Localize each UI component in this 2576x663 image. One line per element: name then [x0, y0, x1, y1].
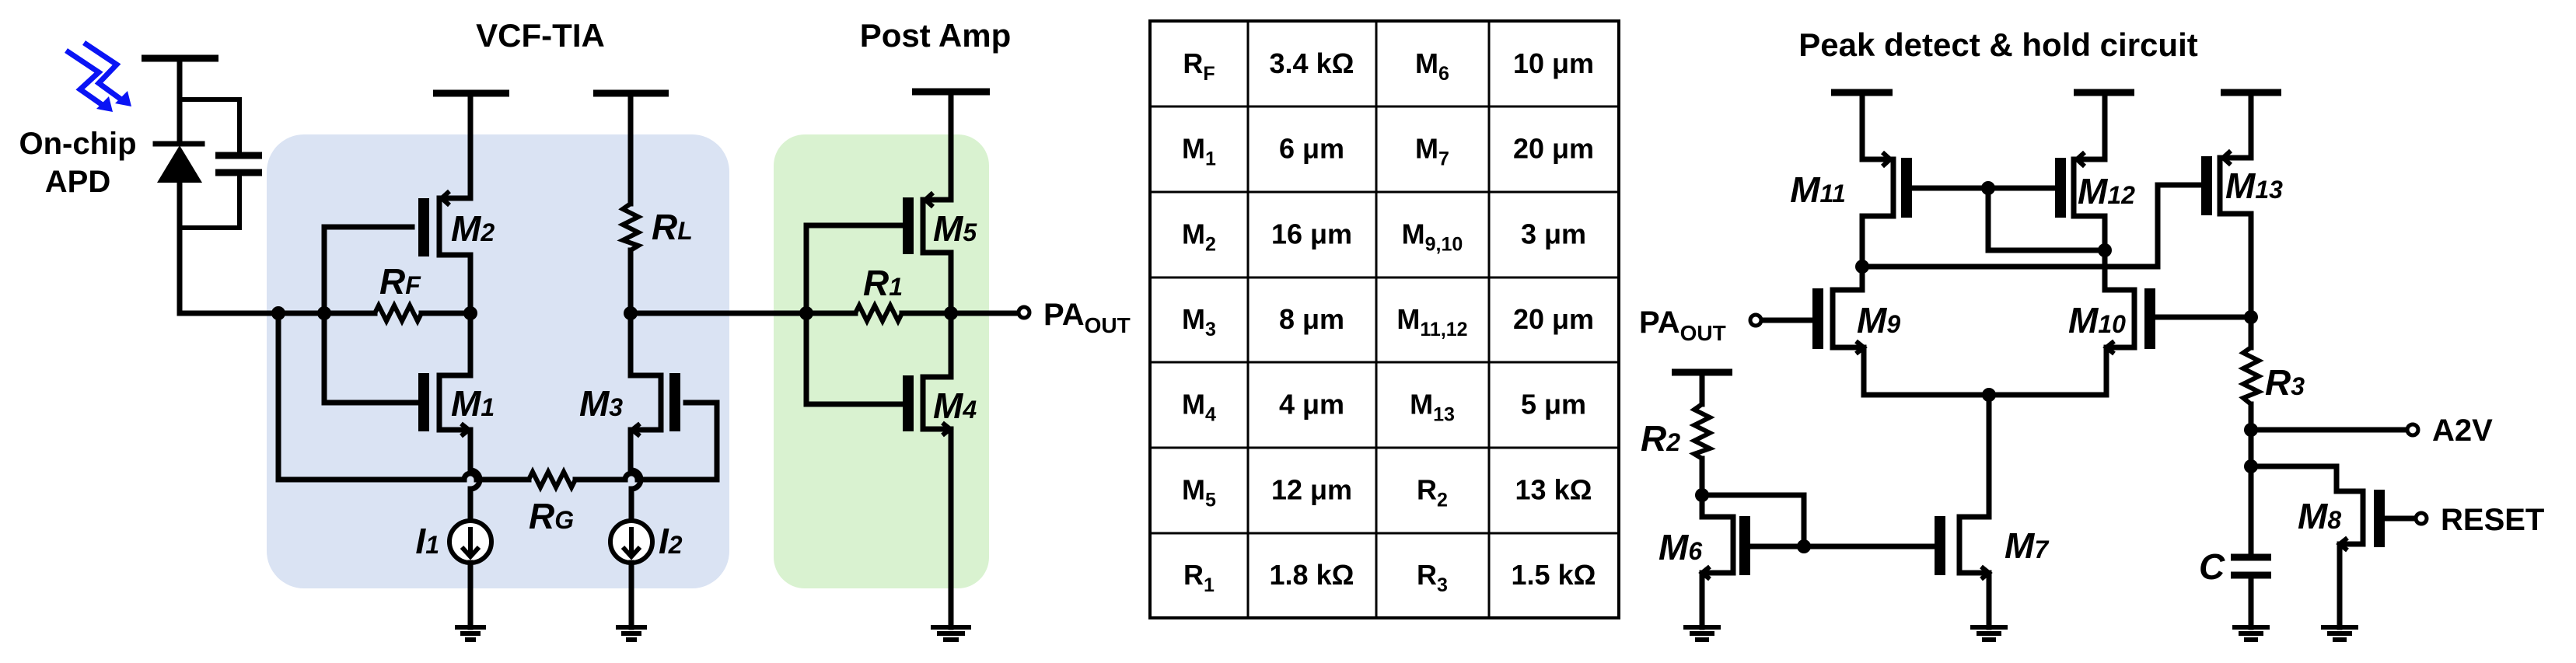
label-i1: I1	[415, 521, 439, 561]
apd-label-line1: On-chip	[19, 127, 136, 161]
apd-photodiode-icon	[142, 54, 262, 316]
table-cell: M5	[1182, 473, 1216, 511]
label-m9: M9	[1857, 300, 1900, 340]
table-cell: R2	[1417, 473, 1448, 511]
label-m8: M8	[2298, 496, 2341, 536]
table-cell: M7	[1415, 133, 1449, 170]
vcf-tia-block	[267, 134, 729, 588]
table-cell: M2	[1182, 218, 1216, 255]
pa-out-label: PAOUT	[1043, 298, 1131, 337]
label-m1: M1	[451, 383, 495, 424]
ground-icon	[455, 625, 486, 642]
label-m3: M3	[579, 383, 623, 424]
vcf-tia-wiring	[177, 89, 809, 630]
table-cells: RF 3.4 kΩ M6 10 μm M1 6 μm M7 20 μm M2 16 μm M9,10…	[1182, 47, 1596, 596]
label-m7: M7	[2005, 525, 2050, 566]
table-cell: 10 μm	[1513, 47, 1594, 79]
table-cell: R3	[1417, 559, 1448, 596]
table-cell: M9,10	[1402, 218, 1463, 255]
label-rf: RF	[379, 261, 421, 302]
table-cell: 8 μm	[1279, 303, 1344, 335]
label-r2: R2	[1641, 418, 1680, 459]
table-cell: RF	[1183, 47, 1215, 85]
table-cell: 1.8 kΩ	[1270, 559, 1354, 591]
label-c: C	[2199, 546, 2225, 587]
label-m13: M13	[2225, 166, 2283, 206]
label-m10: M10	[2068, 300, 2126, 340]
parameter-table	[1148, 19, 1620, 619]
table-cell: 1.5 kΩ	[1512, 559, 1596, 591]
table-cell: 20 μm	[1513, 133, 1594, 165]
table-cell: 12 μm	[1271, 473, 1352, 505]
table-cell: 6 μm	[1279, 133, 1344, 165]
table-cell: R1	[1183, 559, 1215, 596]
label-m6: M6	[1658, 527, 1702, 567]
reset-pin	[2413, 511, 2429, 526]
ground-icon	[616, 625, 647, 642]
table-cell: 13 kΩ	[1515, 473, 1592, 505]
label-r1: R1	[863, 263, 903, 303]
pa-out-pin	[1016, 305, 1032, 320]
a2v-label: A2V	[2432, 414, 2493, 448]
table-cell: 16 μm	[1271, 218, 1352, 249]
label-m12: M12	[2078, 171, 2135, 211]
label-m5: M5	[933, 208, 977, 249]
post-amp-title: Post Amp	[860, 17, 1011, 54]
label-m11: M11	[1790, 169, 1846, 210]
label-r3: R3	[2265, 362, 2305, 403]
peak-detect-wiring	[1672, 89, 2420, 642]
table-cell: M1	[1182, 133, 1216, 170]
peak-detect-title: Peak detect & hold circuit	[1798, 26, 2197, 63]
table-cell: M11,12	[1396, 303, 1467, 340]
post-amp-wiring	[799, 88, 1022, 642]
pa-out-input-label: PAOUT	[1639, 305, 1726, 345]
reset-label: RESET	[2441, 503, 2544, 537]
table-cell: M6	[1415, 47, 1449, 85]
light-arrows-icon	[65, 40, 131, 112]
label-rg: RG	[529, 496, 574, 536]
table-cell: M13	[1410, 389, 1455, 426]
table-cell: 4 μm	[1279, 389, 1344, 420]
table-cell: M3	[1182, 303, 1216, 340]
table-cell: 3.4 kΩ	[1270, 47, 1354, 79]
table-cell: 20 μm	[1513, 303, 1594, 335]
apd-label-line2: APD	[45, 165, 110, 199]
label-m4: M4	[933, 386, 977, 426]
label-i2: I2	[659, 521, 683, 561]
pa-out-input-pin	[1748, 312, 1763, 328]
post-amp-block	[774, 134, 989, 588]
label-rl: RL	[652, 207, 693, 247]
vcf-tia-title: VCF-TIA	[476, 17, 605, 54]
table-cell: 5 μm	[1521, 389, 1586, 420]
table-cell: 3 μm	[1521, 218, 1586, 249]
label-m2: M2	[451, 208, 495, 249]
table-cell: M4	[1182, 389, 1216, 426]
a2v-pin	[2405, 422, 2420, 438]
